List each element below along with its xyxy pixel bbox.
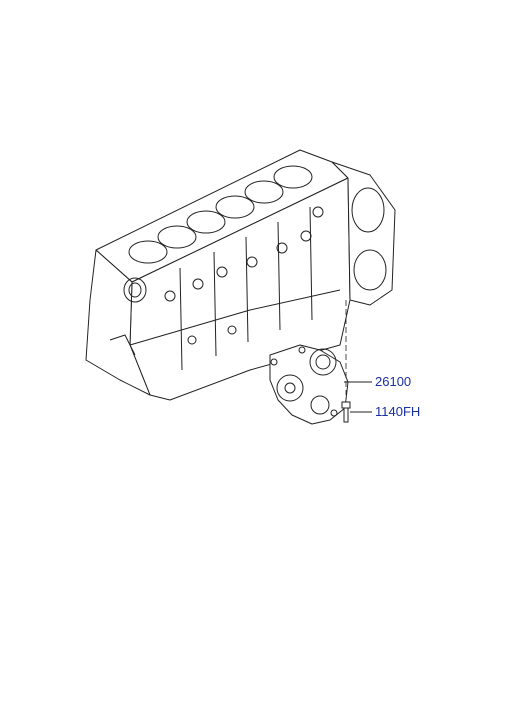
oil-pump-illustration xyxy=(269,344,349,425)
engine-block-illustration xyxy=(85,149,396,401)
callout-label-1140FH: 1140FH xyxy=(375,404,421,419)
callout-label-26100: 26100 xyxy=(375,374,412,389)
mounting-bolt-illustration xyxy=(341,401,351,423)
